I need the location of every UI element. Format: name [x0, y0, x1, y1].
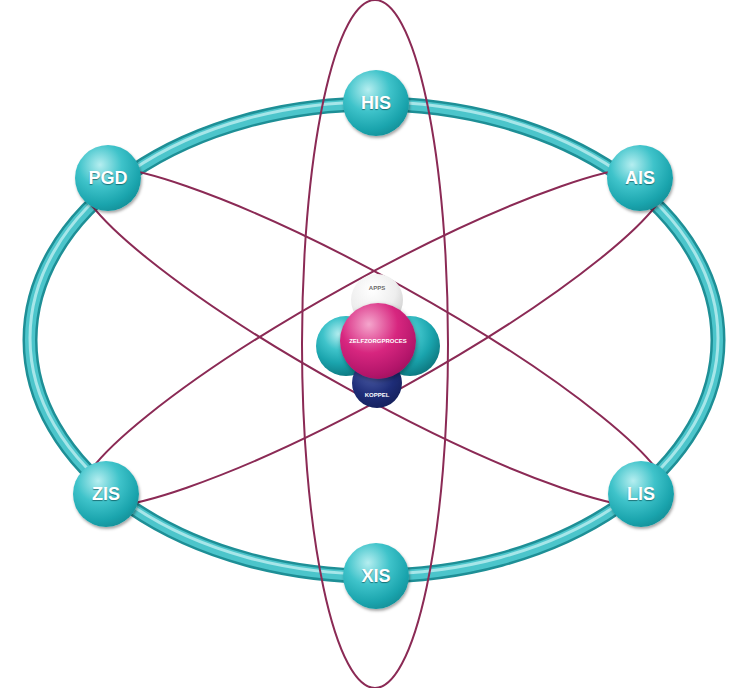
node-label: LIS — [627, 485, 655, 503]
teal-ring-body — [30, 104, 718, 576]
teal-ring-highlight — [30, 102, 718, 574]
vertical-orbit — [302, 0, 448, 688]
node-label: KOPPEL — [365, 392, 390, 398]
system-sphere: LIS — [608, 461, 674, 527]
node-label: APPS — [369, 285, 385, 291]
system-sphere: PGD — [75, 145, 141, 211]
diagonal-orbit — [53, 124, 695, 550]
system-sphere: ZIS — [73, 461, 139, 527]
diagonal-orbit — [53, 124, 695, 550]
node-label: XIS — [361, 567, 390, 585]
node-label: ZELFZORGPROCES — [349, 338, 407, 344]
node-label: PGD — [88, 169, 127, 187]
core-sphere: ZELFZORGPROCES — [340, 303, 416, 379]
node-label: HIS — [361, 94, 391, 112]
teal-ring — [30, 104, 718, 576]
node-label: ZIS — [92, 485, 120, 503]
system-sphere: XIS — [343, 543, 409, 609]
node-label: AIS — [625, 169, 655, 187]
system-sphere: AIS — [607, 145, 673, 211]
system-sphere: HIS — [343, 70, 409, 136]
